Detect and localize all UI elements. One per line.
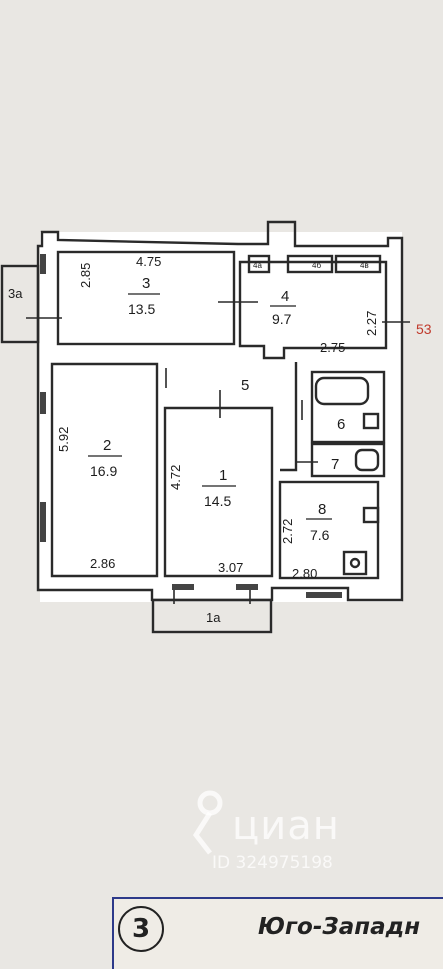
room-1-area: 14.5 [204,493,231,509]
room-8-area: 7.6 [310,527,330,543]
balcony-3a-label: 3a [8,286,23,301]
room-6-number: 6 [337,416,345,433]
room-3-number: 3 [142,275,150,292]
marker-53: 53 [416,321,432,337]
dim-4-75: 4.75 [136,254,161,269]
room-3-outline [56,250,236,346]
dim-2-27: 2.27 [364,311,379,336]
dim-2-72: 2.72 [280,519,295,544]
outer-wall [36,220,404,602]
room-3-area: 13.5 [128,301,155,317]
room-8-number: 8 [318,501,326,518]
room-4-outline [238,260,388,360]
dim-2-86: 2.86 [90,556,115,571]
dim-2-85: 2.85 [78,263,93,288]
balcony-1a-outline [151,598,273,634]
room-2-outline [50,362,159,578]
footer-stamp [112,897,443,969]
room-7-number: 7 [331,456,339,473]
footer-number: 3 [118,906,164,952]
room-6-outline [310,370,386,444]
closet-4b-label: 4б [312,261,321,270]
room-8-outline [278,480,380,580]
room-1-number: 1 [219,467,227,484]
closet-4a-label: 4a [253,261,262,270]
room-4-area: 9.7 [272,311,292,327]
room-2-area: 16.9 [90,463,117,479]
dim-3-07: 3.07 [218,560,243,575]
dim-2-80: 2.80 [292,566,317,581]
footer-text: Юго-Западн [258,914,421,940]
room-2-number: 2 [103,437,111,454]
dim-4-72: 4.72 [168,465,183,490]
room-7-outline [310,442,386,478]
room-4-number: 4 [281,288,289,305]
room-1-outline [163,406,274,578]
balcony-1a-label: 1a [206,610,221,625]
dim-5-92: 5.92 [56,427,71,452]
closet-4v-label: 4в [360,261,369,270]
room-5-number: 5 [241,377,249,394]
balcony-3a-outline [0,264,40,344]
dim-2-75: 2.75 [320,340,345,355]
